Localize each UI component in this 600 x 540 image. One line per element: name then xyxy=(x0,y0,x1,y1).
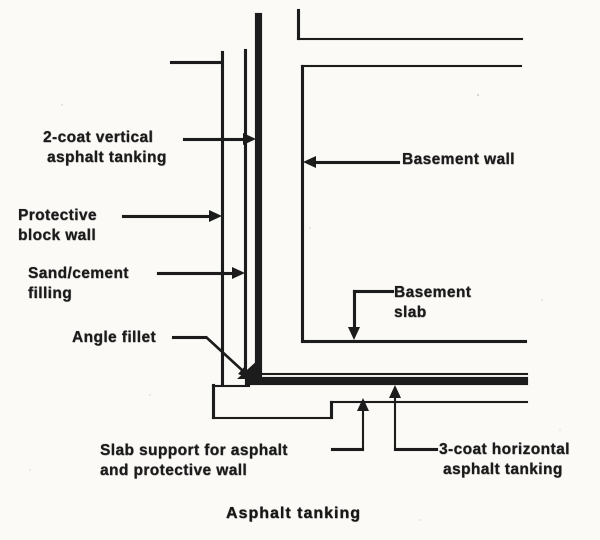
support-top-line xyxy=(212,384,250,387)
sand-cement-label: Sand/cement filling xyxy=(28,264,129,304)
basement-slab-leader-vertical xyxy=(353,290,356,328)
horizontal-tanking-label-line2: asphalt tanking xyxy=(443,461,563,478)
horizontal-tanking-label-line1: 3-coat horizontal xyxy=(439,441,570,458)
horizontal-tanking-arrowhead xyxy=(389,385,401,398)
slab-support-leader-vertical xyxy=(361,409,364,450)
angle-fillet-diagonal-arrow xyxy=(205,336,251,379)
basement-slab-arrowhead xyxy=(348,327,360,340)
diagram-caption: Asphalt tanking xyxy=(226,505,362,522)
sand-cement-label-line2: filling xyxy=(28,285,73,302)
basement-wall-inner-face-line xyxy=(301,64,304,342)
vertical-tanking-arrow-shaft xyxy=(183,138,245,141)
top-cap-line xyxy=(170,61,223,64)
horizontal-tanking-leader-vertical xyxy=(393,397,396,450)
slab-support-label-line2: and protective wall xyxy=(100,462,248,479)
sand-cement-arrow-shaft xyxy=(157,272,234,275)
tanking-top-line xyxy=(247,373,528,375)
basement-slab-label-line2: slab xyxy=(394,304,427,321)
sand-cement-label-line1: Sand/cement xyxy=(28,265,129,282)
protective-wall-label: Protective block wall xyxy=(18,206,97,246)
protective-wall-label-line1: Protective xyxy=(18,207,97,224)
vertical-tanking-label-line2: asphalt tanking xyxy=(47,149,167,166)
angle-fillet-label: Angle fillet xyxy=(72,329,157,346)
basement-slab-leader-horizontal xyxy=(353,290,394,293)
horizontal-tanking-label: 3-coat horizontal asphalt tanking xyxy=(439,440,570,480)
slab-top-line xyxy=(301,340,527,343)
basement-wall-label: Basement wall xyxy=(402,151,515,168)
basement-wall-arrow-shaft xyxy=(316,161,400,164)
basement-slab-label-line1: Basement xyxy=(394,284,472,301)
protective-wall-arrowhead xyxy=(209,210,222,222)
support-step-line xyxy=(330,401,333,419)
protective-wall-outer-line xyxy=(221,51,224,385)
vertical-tanking-arrowhead xyxy=(243,133,256,145)
angle-fillet-leader-horizontal xyxy=(172,336,207,339)
protective-wall-inner-line xyxy=(244,49,247,378)
basement-slab-label: Basement slab xyxy=(394,283,471,323)
support-bottom-line xyxy=(212,416,332,419)
slab-support-label: Slab support for asphalt and protective … xyxy=(100,441,288,481)
wall-upper-stub-line xyxy=(297,9,300,40)
wall-break-lower-line xyxy=(301,64,522,67)
slab-support-arrowhead xyxy=(357,398,369,411)
horizontal-tanking-leader-horizontal xyxy=(393,448,438,451)
horizontal-tanking-band xyxy=(245,377,528,385)
basement-wall-arrowhead xyxy=(303,156,316,168)
slab-support-leader-horizontal xyxy=(331,448,364,451)
support-left-line xyxy=(212,384,215,419)
wall-break-upper-line xyxy=(297,37,523,40)
support-under-line xyxy=(330,400,528,403)
vertical-tanking-label-line1: 2-coat vertical xyxy=(43,129,154,146)
protective-wall-arrow-shaft xyxy=(122,215,211,218)
slab-support-label-line1: Slab support for asphalt xyxy=(100,442,288,459)
sand-cement-arrowhead xyxy=(232,267,245,279)
vertical-tanking-label: 2-coat vertical asphalt tanking xyxy=(43,128,167,168)
protective-wall-label-line2: block wall xyxy=(18,227,97,244)
vertical-tanking-line xyxy=(255,13,262,381)
